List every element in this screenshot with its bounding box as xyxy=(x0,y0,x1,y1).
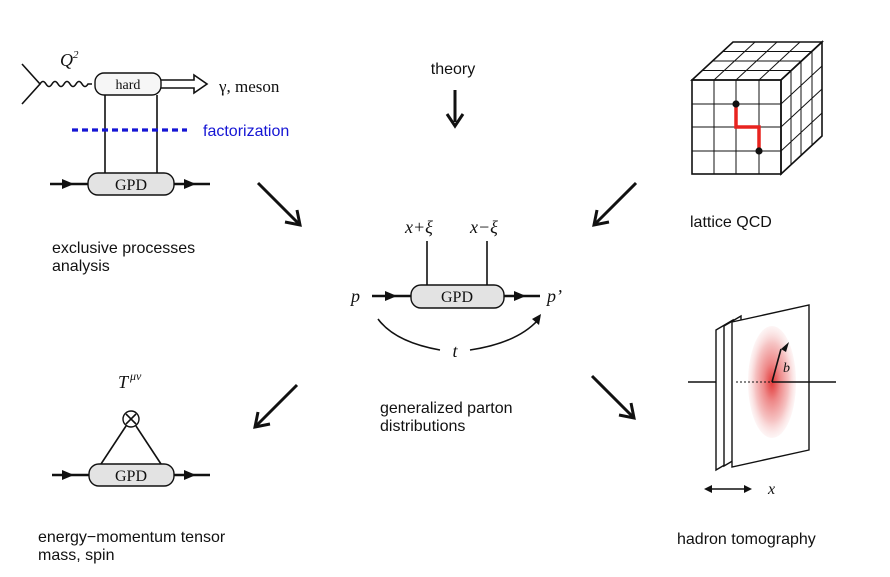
x-plus-xi-label: x+ξ xyxy=(404,217,433,237)
emt-incoming-arrowhead xyxy=(62,470,74,480)
hard-label: hard xyxy=(116,78,141,93)
virtual-photon-line xyxy=(39,80,92,88)
energy-momentum-tensor-label: energy−momentum tensor xyxy=(38,529,226,546)
arrow-exclusive-to-gpd xyxy=(256,181,302,227)
mass-spin-label: mass, spin xyxy=(38,547,114,564)
t-arc-left xyxy=(377,318,441,351)
lattice-point-end xyxy=(755,147,763,155)
tomography-diagram: b x xyxy=(688,304,836,498)
theory-arrow xyxy=(445,90,465,129)
gpd-label: GPD xyxy=(115,177,147,194)
t-arc-right xyxy=(469,319,539,351)
exclusive-process-diagram: Q2 hard γ, meson factorization GPD xyxy=(21,49,289,196)
impact-parameter-vector xyxy=(771,348,782,383)
central-gpd-diagram: x+ξ x−ξ p GPD p’ t xyxy=(349,217,562,361)
analysis-label: analysis xyxy=(52,258,110,275)
x-minus-xi-label: x−ξ xyxy=(469,217,498,237)
emt-right-leg xyxy=(135,425,162,465)
hadron-tomography-label: hadron tomography xyxy=(677,531,816,548)
arrow-gpd-to-emt xyxy=(253,383,299,429)
central-gpd-label: GPD xyxy=(441,289,473,306)
tensor-vertex-cross xyxy=(125,413,137,425)
b-label: b xyxy=(783,361,790,376)
q-label: Q2 xyxy=(60,49,79,70)
emt-gpd-label: GPD xyxy=(115,468,147,485)
generalized-parton-label: generalized parton xyxy=(380,400,513,417)
x-arrowhead-left xyxy=(704,485,712,493)
emt-left-leg xyxy=(100,425,127,465)
lattice-point-start xyxy=(732,100,740,108)
cube-top-grid xyxy=(702,41,812,81)
gamma-meson-label: γ, meson xyxy=(218,77,280,96)
lepton-lines xyxy=(21,63,42,105)
hard-box xyxy=(94,72,162,96)
t-label: t xyxy=(452,341,458,361)
t-arc-arrowhead xyxy=(532,314,541,325)
emt-outgoing-arrowhead xyxy=(184,470,196,480)
factorization-label: factorization xyxy=(203,123,289,140)
x-label: x xyxy=(767,481,775,498)
outgoing-double-arrow xyxy=(161,73,209,95)
lattice-cube xyxy=(689,40,825,176)
p-label: p xyxy=(349,286,360,306)
theory-label: theory xyxy=(431,61,475,78)
incoming-p-arrowhead xyxy=(385,291,397,301)
cube-side-grid xyxy=(780,51,823,165)
impact-parameter-arrowhead xyxy=(781,342,789,352)
distributions-label: distributions xyxy=(380,418,465,435)
x-arrowhead-right xyxy=(744,485,752,493)
lattice-qcd-label: lattice QCD xyxy=(690,214,772,231)
lattice-red-path xyxy=(734,104,761,151)
exclusive-processes-label: exclusive processes xyxy=(52,240,195,257)
p-prime-label: p’ xyxy=(545,286,562,306)
outgoing-proton-arrowhead xyxy=(184,179,196,189)
incoming-proton-arrowhead xyxy=(62,179,74,189)
gpd-box xyxy=(87,172,175,196)
outgoing-p-arrowhead xyxy=(514,291,526,301)
arrow-lattice-to-gpd xyxy=(592,181,638,227)
arrow-gpd-to-tomography xyxy=(590,374,636,420)
